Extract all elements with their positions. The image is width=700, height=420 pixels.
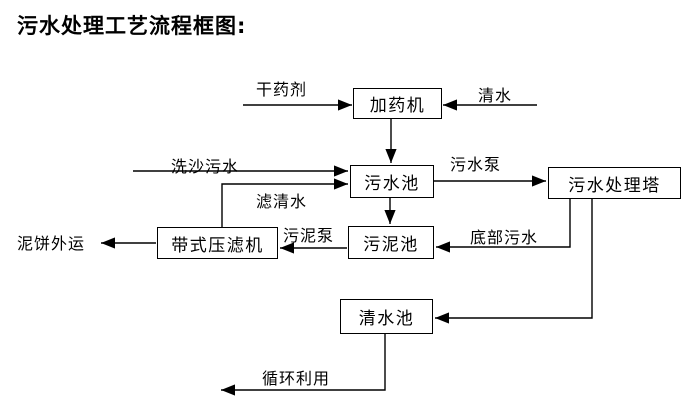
node-dosing-machine-label: 加药机: [369, 96, 426, 116]
node-belt-filter-press: 带式压滤机: [157, 227, 278, 259]
edge-label-sludge-pump: 污泥泵: [283, 226, 335, 245]
node-clean-water-pool: 清水池: [340, 299, 433, 334]
edge-label-filtered-water: 滤清水: [256, 192, 308, 211]
edge-tower-to-clean-water-pool-line: [435, 199, 593, 324]
node-dosing-machine: 加药机: [353, 88, 442, 119]
node-sewage-pool: 污水池: [350, 165, 434, 198]
edge-label-dry-agent: 干药剂: [256, 80, 308, 99]
edge-recycling-line: [221, 334, 386, 396]
edge-label-sand-washing-sewage: 洗沙污水: [171, 157, 240, 176]
edge-label-clean-water: 清水: [478, 86, 513, 105]
edge-label-mud-cake-outbound: 泥饼外运: [17, 234, 86, 253]
edge-label-sewage-pump: 污水泵: [450, 155, 502, 174]
edge-label-recycling: 循环利用: [262, 369, 331, 388]
edge-label-bottom-sewage: 底部污水: [470, 228, 539, 247]
node-sludge-pool: 污泥池: [348, 226, 434, 259]
edge-filtered-water-line: [221, 178, 348, 227]
node-sewage-treatment-tower-label: 污水处理塔: [568, 175, 661, 196]
node-clean-water-pool-label: 清水池: [358, 309, 415, 329]
page-title: 污水处理工艺流程框图:: [17, 14, 247, 38]
node-sewage-treatment-tower: 污水处理塔: [548, 167, 681, 199]
node-belt-filter-press-label: 带式压滤机: [171, 235, 264, 256]
node-sludge-pool-label: 污泥池: [363, 235, 419, 255]
edge-bottom-sewage-line: [436, 199, 571, 253]
node-sewage-pool-label: 污水池: [364, 174, 420, 194]
